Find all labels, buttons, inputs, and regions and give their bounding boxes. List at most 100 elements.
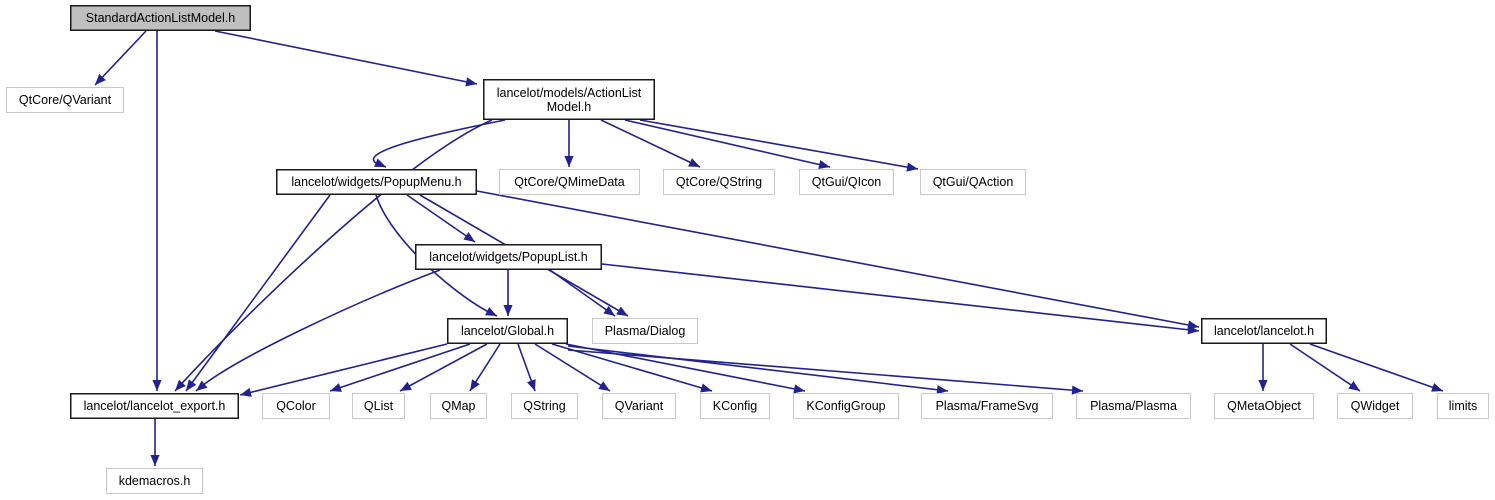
graph-node-lancelot-widgets-popuplist-h[interactable]: lancelot/widgets/PopupList.h <box>415 244 602 270</box>
graph-node-label: Plasma/Plasma <box>1090 399 1177 413</box>
arrowhead-n3-to-n11 <box>1187 320 1199 330</box>
edge-n9-to-n13 <box>329 343 471 392</box>
arrowhead-n8-to-n9 <box>503 305 513 316</box>
arrowhead-n11-to-n22 <box>1258 380 1268 391</box>
graph-node-label: QMap <box>441 399 476 413</box>
arrowhead-n9-to-n14 <box>400 381 412 391</box>
edge-n9-to-n18 <box>551 343 713 392</box>
edge-n2-to-n7 <box>639 119 919 170</box>
graph-node-plasma-plasma[interactable]: Plasma/Plasma <box>1076 393 1191 419</box>
arrowhead-n2-to-n5 <box>688 158 700 167</box>
graph-node-label: QMetaObject <box>1227 399 1301 413</box>
graph-node-label: StandardActionListModel.h <box>85 11 236 25</box>
edge-n9-to-n17 <box>534 343 611 392</box>
graph-node-label: lancelot/models/ActionList Model.h <box>496 85 642 114</box>
graph-node-label: lancelot/lancelot_export.h <box>83 399 226 413</box>
edge-n9-to-n16 <box>517 343 536 392</box>
arrowhead-n9-to-n18 <box>700 383 712 393</box>
arrowhead-n0-to-n2 <box>465 77 477 87</box>
arrowhead-n2-to-n4 <box>564 156 574 167</box>
edge-n9-to-n20 <box>567 345 949 392</box>
arrowhead-n2-to-n7 <box>906 162 918 172</box>
graph-node-qtcore-qmimedata[interactable]: QtCore/QMimeData <box>499 169 640 195</box>
arrowhead-n9-to-n13 <box>330 383 342 392</box>
arrowhead-n3-to-n8 <box>463 231 475 242</box>
edge-n9-to-n14 <box>399 343 488 392</box>
graph-node-label: lancelot/widgets/PopupMenu.h <box>291 175 462 189</box>
graph-node-qlist[interactable]: QList <box>352 393 405 419</box>
graph-node-label: QWidget <box>1350 399 1400 413</box>
graph-node-qstring[interactable]: QString <box>511 393 578 419</box>
graph-node-kconfiggroup[interactable]: KConfigGroup <box>793 393 899 419</box>
edge-n9-to-n15 <box>469 343 501 392</box>
edge-n9-to-n12 <box>239 343 448 396</box>
graph-node-label: QList <box>363 399 394 413</box>
graph-node-qtgui-qicon[interactable]: QtGui/QIcon <box>799 169 894 195</box>
graph-node-lancelot-lancelot-h[interactable]: lancelot/lancelot.h <box>1201 318 1327 344</box>
arrowhead-n2-to-n12 <box>175 379 186 391</box>
graph-node-label: QtCore/QMimeData <box>514 175 625 189</box>
graph-node-label: QtCore/QVariant <box>18 93 112 107</box>
arrowhead-n11-to-n23 <box>1348 381 1360 391</box>
edge-n2-to-n3 <box>372 119 506 168</box>
arrowhead-n9-to-n17 <box>598 381 610 391</box>
arrowhead-n0-to-n1 <box>95 73 106 85</box>
graph-node-label: Plasma/FrameSvg <box>935 399 1039 413</box>
arrowhead-n0-to-n12 <box>152 380 162 391</box>
arrowhead-n8-to-n10 <box>603 305 615 316</box>
graph-node-standardactionlistmodel-h[interactable]: StandardActionListModel.h <box>70 5 251 31</box>
graph-node-qtgui-qaction[interactable]: QtGui/QAction <box>920 169 1026 195</box>
arrowhead-n2-to-n6 <box>818 160 830 170</box>
arrowhead-n9-to-n16 <box>526 379 536 391</box>
arrowhead-n12-to-n25 <box>150 455 160 466</box>
edge-n8-to-n12 <box>195 269 441 392</box>
graph-node-label: kdemacros.h <box>118 474 191 488</box>
arrowhead-n9-to-n15 <box>470 379 480 391</box>
arrowhead-n11-to-n24 <box>1431 382 1443 392</box>
graph-node-lancelot-widgets-popupmenu-h[interactable]: lancelot/widgets/PopupMenu.h <box>276 169 477 195</box>
arrowhead-n9-to-n12 <box>240 387 252 397</box>
graph-node-kdemacros-h[interactable]: kdemacros.h <box>106 468 203 494</box>
graph-node-qvariant[interactable]: QVariant <box>602 393 676 419</box>
graph-node-label: Plasma/Dialog <box>604 324 686 338</box>
edge-n9-to-n21 <box>567 349 1084 392</box>
graph-node-label: KConfigGroup <box>806 399 886 413</box>
edge-n0-to-n2 <box>214 30 478 85</box>
graph-node-label: lancelot/widgets/PopupList.h <box>429 250 588 264</box>
graph-node-qwidget[interactable]: QWidget <box>1337 393 1413 419</box>
edge-n11-to-n23 <box>1289 343 1361 392</box>
graph-node-lancelot-global-h[interactable]: lancelot/Global.h <box>447 318 568 344</box>
edge-n8-to-n10 <box>549 269 616 317</box>
edge-n2-to-n5 <box>600 119 701 168</box>
graph-node-lancelot-models-actionlist-model-h[interactable]: lancelot/models/ActionList Model.h <box>483 79 655 120</box>
edge-n11-to-n24 <box>1309 343 1444 392</box>
graph-node-label: QtCore/QString <box>675 175 763 189</box>
graph-node-qcolor[interactable]: QColor <box>262 393 330 419</box>
graph-node-plasma-framesvg[interactable]: Plasma/FrameSvg <box>921 393 1053 419</box>
edge-n0-to-n1 <box>94 30 147 86</box>
graph-node-kconfig[interactable]: KConfig <box>700 393 770 419</box>
graph-node-label: QtGui/QIcon <box>811 175 882 189</box>
graph-node-qtcore-qstring[interactable]: QtCore/QString <box>663 169 775 195</box>
graph-node-qmap[interactable]: QMap <box>430 393 487 419</box>
arrowhead-n3-to-n10 <box>616 306 628 316</box>
arrowhead-n3-to-n12 <box>186 379 197 391</box>
graph-node-label: QVariant <box>614 399 664 413</box>
graph-node-label: QColor <box>276 399 316 413</box>
graph-node-label: KConfig <box>712 399 758 413</box>
graph-node-label: QString <box>523 399 566 413</box>
graph-node-label: QtGui/QAction <box>932 175 1014 189</box>
graph-node-qmetaobject[interactable]: QMetaObject <box>1214 393 1314 419</box>
graph-node-label: lancelot/lancelot.h <box>1213 324 1315 338</box>
graph-node-plasma-dialog[interactable]: Plasma/Dialog <box>592 318 698 344</box>
arrowhead-n3-to-n9 <box>485 306 497 316</box>
graph-node-limits[interactable]: limits <box>1437 393 1489 419</box>
arrowhead-n8-to-n12 <box>196 380 208 391</box>
graph-node-label: limits <box>1448 399 1478 413</box>
graph-node-qtcore-qvariant[interactable]: QtCore/QVariant <box>6 87 124 113</box>
edge-n9-to-n19 <box>565 343 806 392</box>
graph-node-lancelot-lancelot-export-h[interactable]: lancelot/lancelot_export.h <box>70 393 239 419</box>
edge-n3-to-n12 <box>185 194 331 392</box>
